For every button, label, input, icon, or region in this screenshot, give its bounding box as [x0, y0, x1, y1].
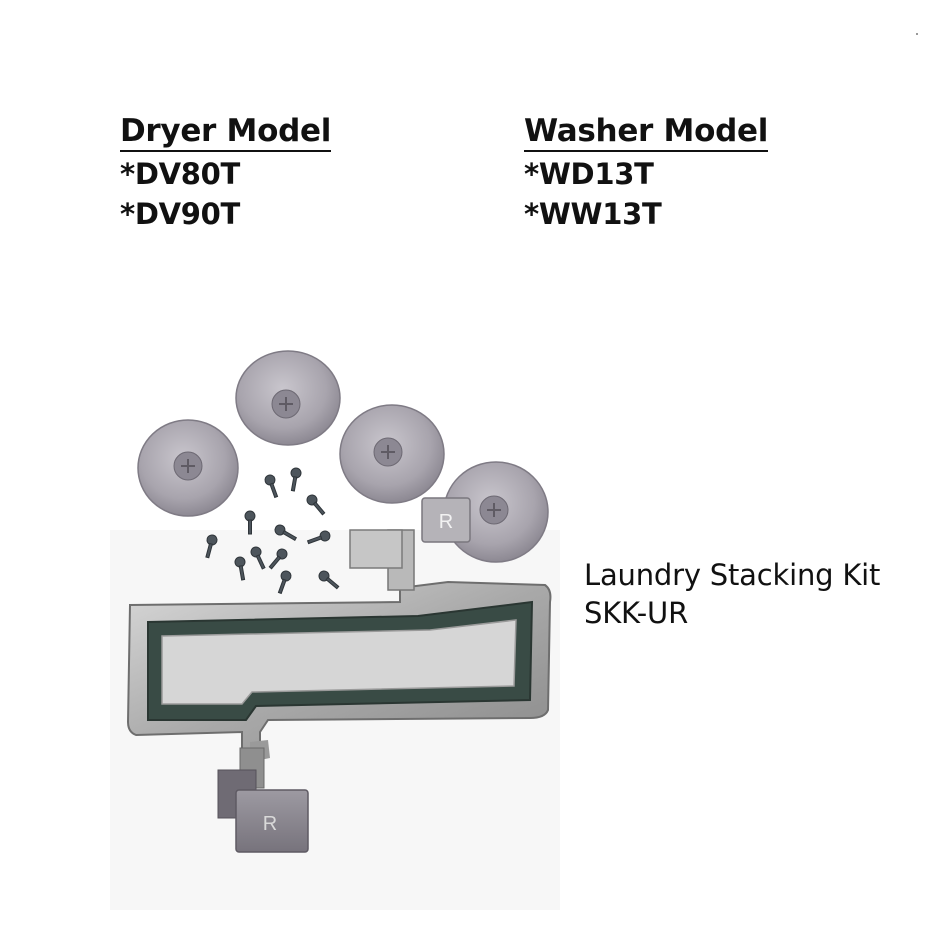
right-bracket-tab: R	[217, 769, 309, 853]
washer-model-heading: Washer Model	[524, 112, 768, 152]
rubber-foot	[339, 404, 445, 504]
decorative-dot	[916, 33, 918, 35]
rubber-foot	[235, 350, 341, 446]
stacking-bracket	[126, 529, 552, 789]
dryer-model-item: *DV80T	[120, 157, 241, 191]
kit-label: Laundry Stacking Kit SKK-UR	[584, 556, 880, 632]
dryer-model-section: Dryer Model *DV80T *DV90T	[120, 112, 331, 234]
stacking-kit-product-image: R R	[110, 350, 560, 910]
dryer-model-list: *DV80T *DV90T	[120, 154, 331, 234]
kit-sku: SKK-UR	[584, 596, 689, 630]
washer-model-list: *WD13T *WW13T	[524, 154, 768, 234]
washer-model-section: Washer Model *WD13T *WW13T	[524, 112, 768, 234]
dryer-model-heading: Dryer Model	[120, 112, 331, 152]
washer-model-item: *WW13T	[524, 197, 662, 231]
bracket-letter: R	[439, 511, 453, 533]
dryer-model-item: *DV90T	[120, 197, 241, 231]
right-bracket-tab: R	[421, 497, 471, 543]
bracket-letter: R	[263, 813, 277, 835]
kit-title: Laundry Stacking Kit	[584, 558, 881, 592]
screw-set	[205, 467, 340, 595]
rubber-foot	[137, 419, 239, 517]
washer-model-item: *WD13T	[524, 157, 654, 191]
